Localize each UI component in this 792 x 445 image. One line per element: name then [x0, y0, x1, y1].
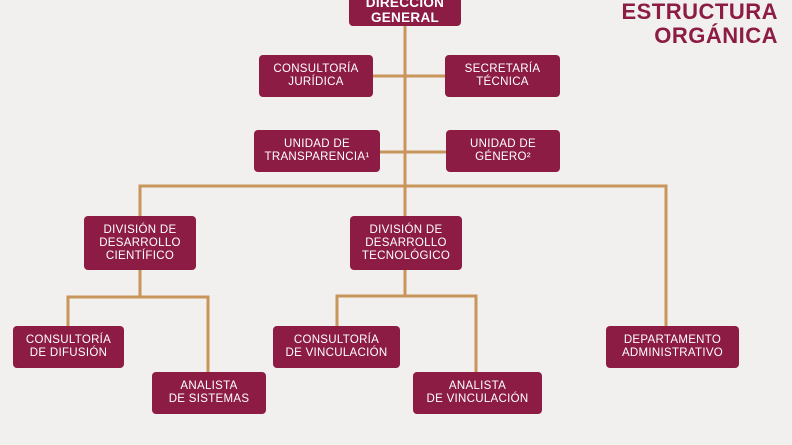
- page-title: ESTRUCTURA ORGÁNICA: [621, 0, 778, 48]
- box-label: TRANSPARENCIA¹: [264, 151, 370, 163]
- box-label: DIRECCIÓN: [365, 0, 445, 10]
- box-label: DE VINCULACIÓN: [285, 347, 388, 359]
- box-unidad-genero: UNIDAD DE GÉNERO²: [446, 130, 560, 172]
- box-label: ANALISTA: [180, 380, 238, 392]
- box-label: CONSULTORÍA: [25, 334, 112, 346]
- box-label: DIVISIÓN DE: [369, 223, 443, 236]
- box-label: DESARROLLO: [99, 236, 181, 249]
- box-label: CIENTÍFICO: [105, 249, 175, 262]
- box-label: DE VINCULACIÓN: [426, 393, 529, 405]
- box-label: TÉCNICA: [476, 76, 529, 88]
- box-label: DESARROLLO: [365, 236, 447, 249]
- box-label: DEPARTAMENTO: [623, 334, 722, 346]
- box-label: GÉNERO²: [475, 151, 531, 163]
- box-label: UNIDAD DE: [284, 138, 350, 150]
- box-analista-sistemas: ANALISTA DE SISTEMAS: [152, 372, 266, 414]
- box-division-tecnologico: DIVISIÓN DE DESARROLLO TECNOLÓGICO: [350, 216, 462, 270]
- box-consultoria-difusion: CONSULTORÍA DE DIFUSIÓN: [13, 326, 124, 368]
- title-line-2: ORGÁNICA: [654, 23, 778, 48]
- box-unidad-transparencia: UNIDAD DE TRANSPARENCIA¹: [254, 130, 380, 172]
- box-division-cientifico: DIVISIÓN DE DESARROLLO CIENTÍFICO: [84, 216, 196, 270]
- box-label: TECNOLÓGICO: [361, 249, 451, 262]
- box-analista-vinculacion: ANALISTA DE VINCULACIÓN: [413, 372, 542, 414]
- box-label: GENERAL: [370, 10, 440, 25]
- box-label: JURÍDICA: [288, 76, 344, 88]
- box-label: SECRETARÍA: [464, 63, 541, 75]
- box-consultoria-juridica: CONSULTORÍA JURÍDICA: [259, 55, 373, 97]
- title-line-1: ESTRUCTURA: [621, 0, 778, 24]
- box-label: DE DIFUSIÓN: [29, 347, 108, 359]
- box-secretaria-tecnica: SECRETARÍA TÉCNICA: [445, 55, 560, 97]
- box-consultoria-vinculacion: CONSULTORÍA DE VINCULACIÓN: [273, 326, 400, 368]
- box-label: CONSULTORÍA: [273, 63, 359, 75]
- box-label: DE SISTEMAS: [168, 393, 250, 405]
- box-departamento-administrativo: DEPARTAMENTO ADMINISTRATIVO: [606, 326, 739, 368]
- box-label: UNIDAD DE: [470, 138, 536, 150]
- box-label: DIVISIÓN DE: [103, 223, 177, 236]
- box-direccion-general: DIRECCIÓN GENERAL: [349, 0, 461, 26]
- box-label: ADMINISTRATIVO: [621, 347, 724, 359]
- box-label: CONSULTORÍA: [293, 334, 380, 346]
- box-label: ANALISTA: [448, 380, 507, 392]
